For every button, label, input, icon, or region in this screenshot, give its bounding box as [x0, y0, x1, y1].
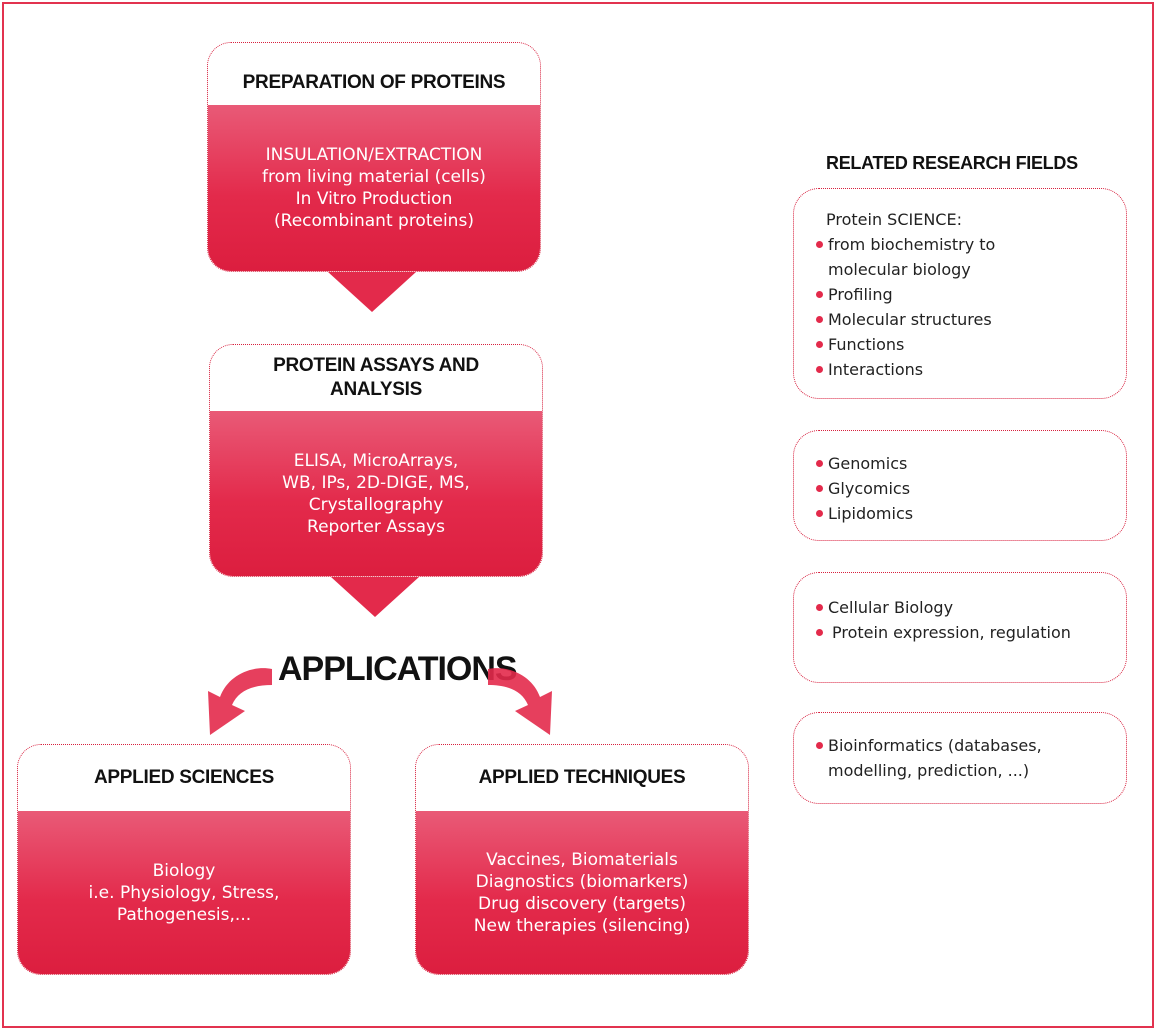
assays-line: Reporter Assays: [307, 516, 445, 537]
related-item-label: Bioinformatics (databases,: [828, 736, 1042, 755]
related-item-label: Profiling: [828, 285, 893, 304]
related-item: Glycomics: [816, 476, 1112, 501]
bullet-icon: [816, 629, 823, 636]
related-item: Functions: [816, 332, 1112, 357]
applied-techniques-title: APPLIED TECHNIQUES: [416, 745, 748, 811]
bullet-icon: [816, 316, 823, 323]
bullet-icon: [816, 341, 823, 348]
assays-line: WB, IPs, 2D-DIGE, MS,: [282, 472, 470, 493]
down-arrow-icon: [331, 577, 419, 617]
related-item-label: Genomics: [828, 454, 908, 473]
applied-techniques-box: APPLIED TECHNIQUES Vaccines, Biomaterial…: [415, 744, 749, 975]
preparation-line: In Vitro Production: [295, 189, 453, 209]
preparation-box: PREPARATION OF PROTEINS INSULATION/EXTRA…: [207, 42, 541, 272]
related-item: Genomics: [816, 451, 1112, 476]
bullet-icon: [816, 241, 823, 248]
related-group-bioinformatics: Bioinformatics (databases, modelling, pr…: [793, 712, 1127, 804]
applied-techniques-line: Drug discovery (targets): [478, 893, 686, 914]
assays-line: Crystallography: [308, 494, 444, 515]
applied-sciences-line: i.e. Physiology, Stress,: [88, 882, 280, 903]
related-item: Cellular Biology: [816, 595, 1112, 620]
related-item: Protein expression, regulation: [816, 620, 1112, 645]
related-item-label: Protein expression, regulation: [832, 623, 1071, 642]
related-group-omics: Genomics Glycomics Lipidomics: [793, 430, 1127, 541]
applied-techniques-line: New therapies (silencing): [473, 915, 691, 936]
related-group-cellular: Cellular Biology Protein expression, reg…: [793, 572, 1127, 683]
related-item-label: Lipidomics: [828, 504, 914, 523]
bullet-icon: [816, 485, 823, 492]
bullet-icon: [816, 604, 823, 611]
applied-techniques-body: Vaccines, Biomaterials Diagnostics (biom…: [416, 811, 748, 974]
bullet-icon: [816, 742, 823, 749]
bullet-icon: [816, 460, 823, 467]
bullet-icon: [816, 366, 823, 373]
related-item: molecular biology: [828, 257, 1112, 282]
applications-label: APPLICATIONS: [278, 650, 518, 688]
applied-sciences-body: Biology i.e. Physiology, Stress, Pathoge…: [18, 811, 350, 974]
related-fields-title: RELATED RESEARCH FIELDS: [826, 153, 1078, 173]
curved-arrow-left-icon: [208, 668, 272, 735]
down-arrow-icon: [328, 272, 416, 312]
preparation-line: INSULATION/EXTRACTION: [265, 145, 483, 165]
related-item-label: Glycomics: [828, 479, 911, 498]
related-item-label: Molecular structures: [828, 310, 992, 329]
related-item-label: modelling, prediction, ...): [828, 761, 1030, 780]
related-item-label: molecular biology: [828, 260, 971, 279]
assays-body: ELISA, MicroArrays, WB, IPs, 2D-DIGE, MS…: [210, 411, 542, 576]
related-group-protein-science: Protein SCIENCE: from biochemistry to mo…: [793, 188, 1127, 399]
applied-sciences-line: Biology: [152, 860, 216, 881]
related-item-label: Interactions: [828, 360, 924, 379]
bullet-icon: [816, 510, 823, 517]
assays-line: ELISA, MicroArrays,: [293, 450, 459, 471]
curved-arrow-right-icon: [488, 668, 552, 735]
related-item-label: Functions: [828, 335, 905, 354]
related-item: modelling, prediction, ...): [828, 758, 1112, 783]
applied-techniques-line: Diagnostics (biomarkers): [475, 871, 689, 892]
applied-sciences-title: APPLIED SCIENCES: [18, 745, 350, 811]
preparation-line: from living material (cells): [262, 167, 486, 187]
applied-sciences-line: Pathogenesis,...: [116, 904, 252, 925]
preparation-line: (Recombinant proteins): [274, 211, 474, 231]
related-item-label: Cellular Biology: [828, 598, 954, 617]
related-item: Interactions: [816, 357, 1112, 382]
related-item: Molecular structures: [816, 307, 1112, 332]
assays-title: PROTEIN ASSAYS AND ANALYSIS: [210, 345, 542, 411]
preparation-body: INSULATION/EXTRACTION from living materi…: [208, 105, 540, 271]
applied-sciences-box: APPLIED SCIENCES Biology i.e. Physiology…: [17, 744, 351, 975]
assays-title-text: PROTEIN ASSAYS AND ANALYSIS: [273, 355, 479, 400]
related-item: Profiling: [816, 282, 1112, 307]
related-group-heading: Protein SCIENCE:: [826, 210, 962, 229]
related-item-label: from biochemistry to: [828, 235, 996, 254]
related-item: Bioinformatics (databases,: [816, 733, 1112, 758]
applied-techniques-line: Vaccines, Biomaterials: [486, 849, 678, 870]
bullet-icon: [816, 291, 823, 298]
related-item: from biochemistry to: [816, 232, 1112, 257]
related-item: Lipidomics: [816, 501, 1112, 526]
assays-box: PROTEIN ASSAYS AND ANALYSIS ELISA, Micro…: [209, 344, 543, 577]
